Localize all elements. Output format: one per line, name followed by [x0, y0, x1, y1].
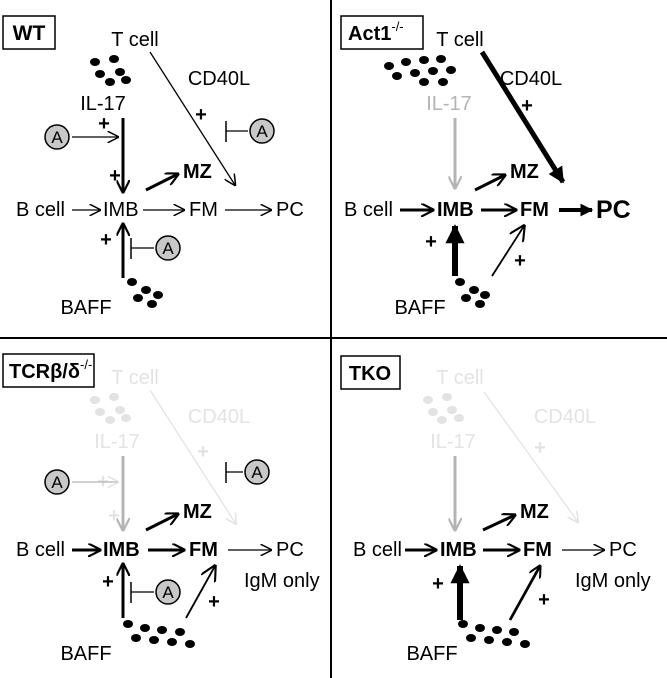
baff-dots [123, 620, 195, 648]
igm-only-note: IgM only [575, 570, 651, 592]
svg-text:A: A [51, 473, 63, 492]
panel-tko: TKO T cell IL-17 CD40L + B cell IMB FM P… [340, 355, 651, 665]
t-cell-dots [90, 393, 131, 424]
plus-sign: + [521, 95, 533, 117]
panel-title-box [2, 353, 95, 388]
fm-label: FM [523, 539, 552, 561]
inhibitor-icon: A [155, 235, 181, 261]
b-cell-label: B cell [353, 539, 402, 561]
baff-fm-arrow [491, 226, 524, 277]
cd40l-arrow [483, 391, 578, 522]
imb-label: IMB [440, 539, 477, 561]
svg-text:A: A [251, 463, 263, 482]
inhibitor-icon: A [244, 459, 270, 485]
mz-label: MZ [510, 161, 539, 183]
panel-title-box [2, 15, 56, 50]
baff-dots [458, 620, 530, 648]
panel-act1: Act1-/- T cell IL-17 CD40L + B cell IMB … [340, 15, 631, 319]
svg-text:A: A [256, 122, 268, 141]
inhibitor-icon: A [249, 118, 275, 144]
imb-mz-arrow [145, 514, 178, 532]
svg-text:A: A [162, 583, 174, 602]
t-cell-dots [384, 55, 456, 86]
imb-mz-arrow [145, 174, 178, 192]
baff-fm-arrow [185, 566, 215, 619]
plus-sign: + [514, 250, 526, 272]
cd40l-arrow [149, 389, 236, 524]
inhibitor-icon: A [44, 124, 70, 150]
pc-label: PC [596, 196, 631, 224]
plus-sign: + [108, 505, 120, 527]
mz-label: MZ [183, 161, 212, 183]
plus-sign: + [538, 589, 550, 611]
t-cell-label: T cell [436, 367, 483, 389]
baff-dots [127, 278, 163, 308]
inhibitor-icon: A [155, 579, 181, 605]
pc-label: PC [276, 199, 304, 221]
baff-label: BAFF [60, 297, 111, 319]
imb-label: IMB [437, 199, 474, 221]
t-cell-label: T cell [111, 29, 158, 51]
b-cell-label: B cell [16, 539, 65, 561]
panel-title: TCRβ/δ-/- [9, 357, 92, 383]
plus-sign: + [208, 591, 220, 613]
plus-sign: + [100, 229, 112, 251]
cd40l-arrow [479, 50, 566, 184]
cd40l-label: CD40L [500, 68, 562, 90]
svg-text:A: A [162, 239, 174, 258]
plus-sign: + [432, 573, 444, 595]
plus-sign: + [195, 104, 207, 126]
panel-wt: WT T cell IL-17 CD40L + + + A A B cell I… [2, 15, 304, 319]
panel-title: Act1-/- [348, 19, 404, 45]
b-cell-label: B cell [344, 199, 393, 221]
pc-label: PC [609, 539, 637, 561]
t-cell-dots [90, 55, 131, 86]
panel-title-box [340, 15, 424, 50]
t-cell-label: T cell [436, 29, 483, 51]
panel-title-box [340, 355, 401, 390]
fm-label: FM [189, 539, 218, 561]
plus-sign: + [425, 231, 437, 253]
igm-only-note: IgM only [244, 570, 320, 592]
plus-sign: + [98, 113, 110, 135]
b-cell-label: B cell [16, 199, 65, 221]
baff-label: BAFF [60, 643, 111, 665]
baff-label: BAFF [394, 297, 445, 319]
svg-text:A: A [51, 128, 63, 147]
plus-sign: + [197, 441, 209, 463]
panel-title: TKO [349, 363, 391, 385]
plus-sign: + [109, 165, 121, 187]
plus-sign: + [102, 571, 114, 593]
il17-label: IL-17 [80, 93, 126, 115]
imb-label: IMB [103, 199, 139, 221]
baff-fm-arrow [508, 566, 540, 621]
panel-title: WT [13, 22, 46, 45]
imb-mz-arrow [482, 515, 515, 532]
t-cell-dots [423, 393, 464, 424]
panel-tcr: TCRβ/δ-/- T cell IL-17 CD40L + + + A A B… [2, 353, 320, 665]
cd40l-arrow [149, 51, 235, 185]
il17-label: IL-17 [430, 431, 476, 453]
t-cell-label: T cell [111, 367, 158, 389]
baff-label: BAFF [406, 643, 457, 665]
fm-label: FM [520, 199, 549, 221]
cd40l-label: CD40L [534, 406, 596, 428]
cd40l-label: CD40L [188, 406, 250, 428]
pc-label: PC [276, 539, 304, 561]
il17-label: IL-17 [94, 431, 140, 453]
baff-dots [455, 278, 490, 308]
imb-label: IMB [103, 539, 140, 561]
cd40l-label: CD40L [188, 68, 250, 90]
inhibitor-icon: A [44, 469, 70, 495]
imb-mz-arrow [474, 175, 505, 192]
plus-sign: + [534, 437, 546, 459]
mz-label: MZ [183, 501, 212, 523]
il17-label: IL-17 [426, 93, 472, 115]
mz-label: MZ [520, 501, 549, 523]
fm-label: FM [189, 199, 218, 221]
